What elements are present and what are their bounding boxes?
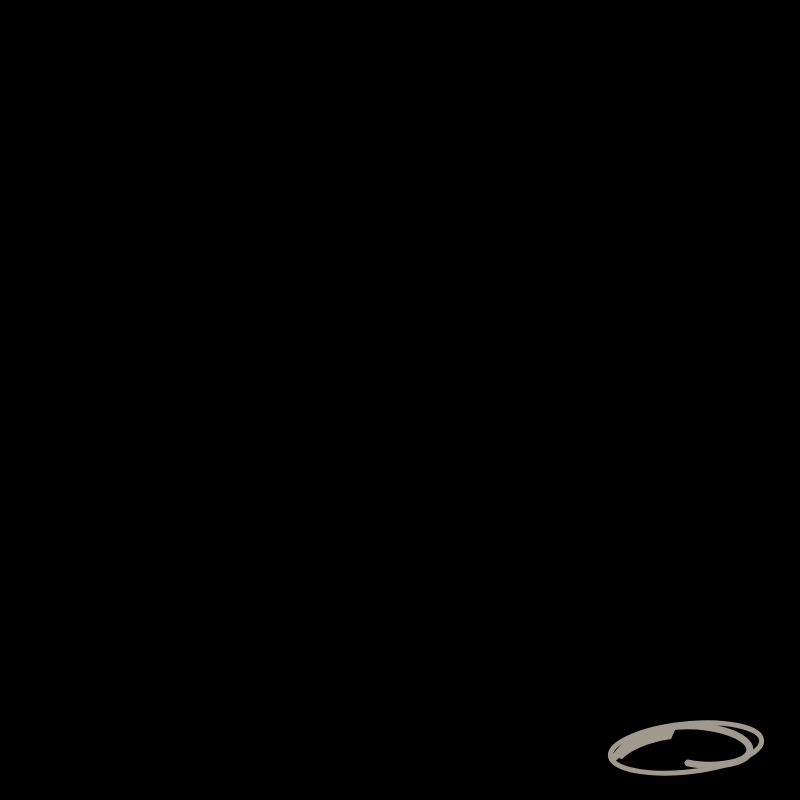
watermark-swoosh-curve: [611, 722, 754, 769]
watermark-logo: [607, 720, 765, 776]
watermark-swoosh-fill: [614, 728, 676, 759]
